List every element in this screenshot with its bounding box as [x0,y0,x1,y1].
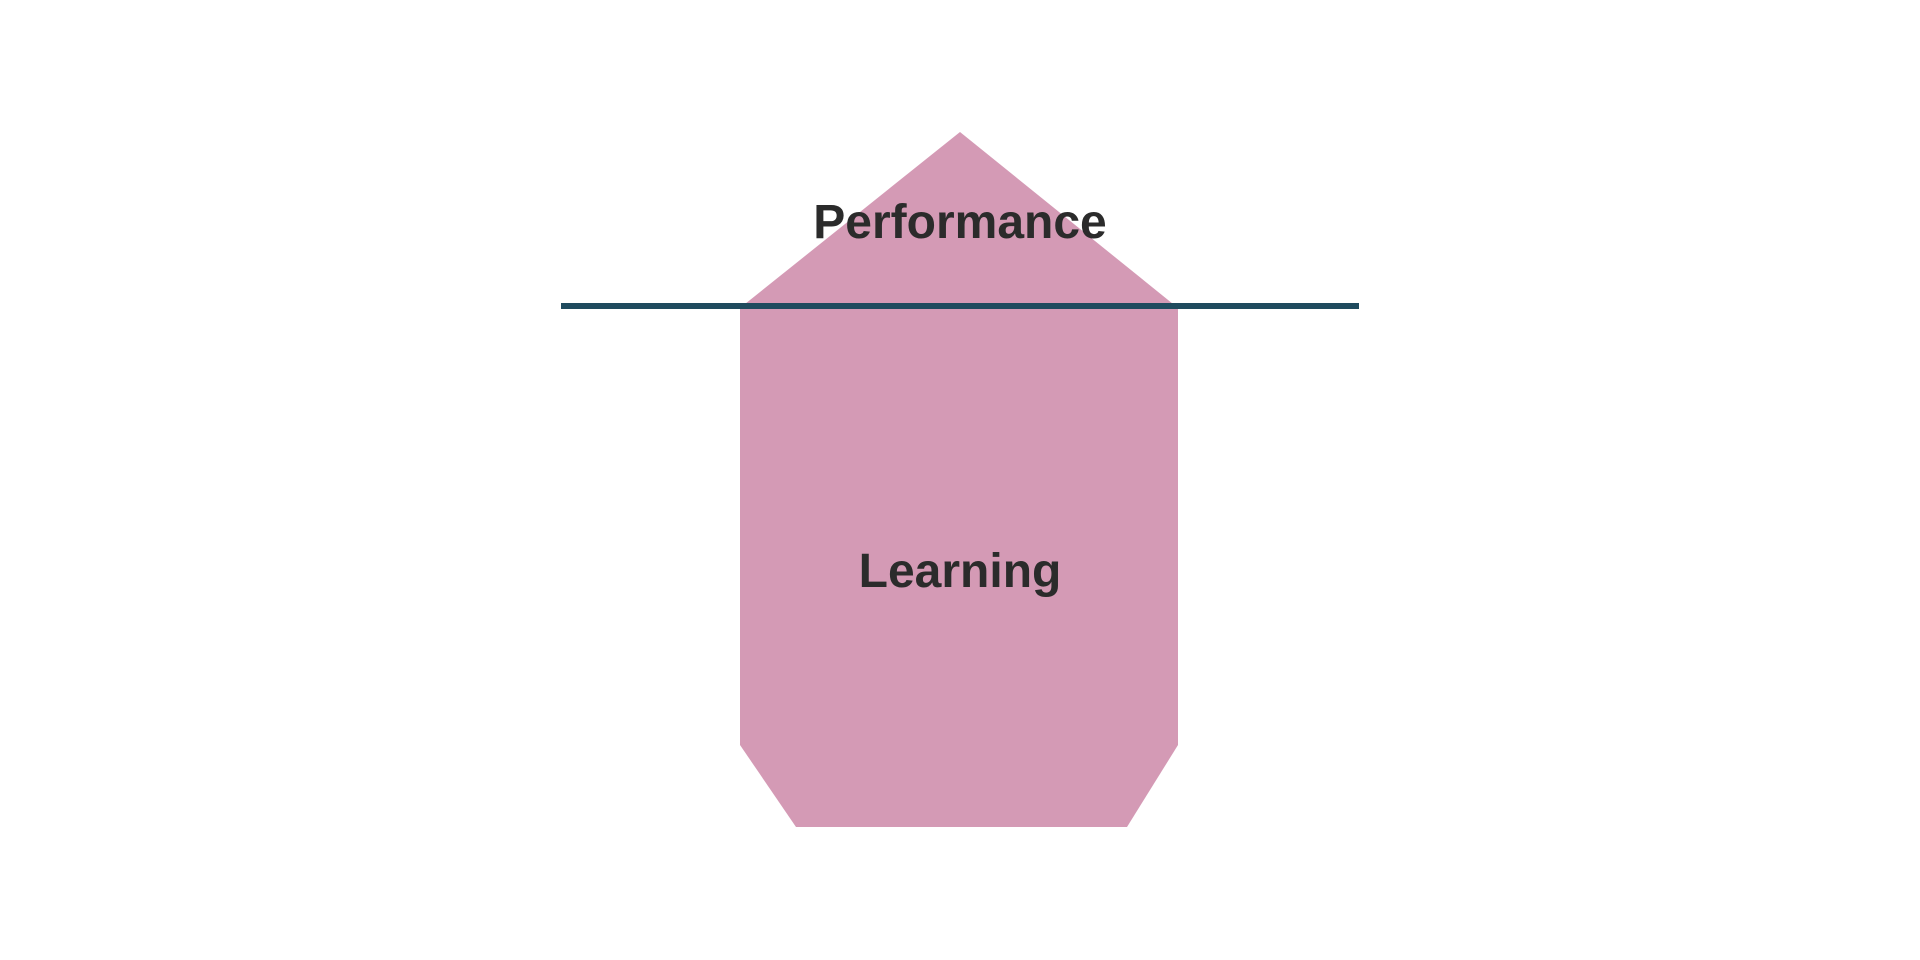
learning-label: Learning [859,545,1062,598]
performance-label: Performance [813,196,1106,249]
